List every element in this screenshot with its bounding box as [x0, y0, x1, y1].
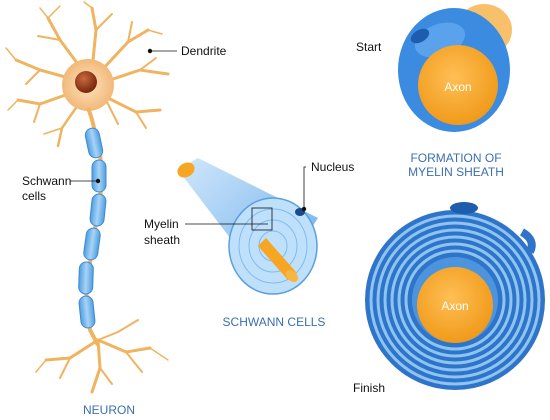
label-nucleus: Nucleus — [311, 160, 355, 174]
schwann-axon — [258, 238, 296, 280]
label-axon-start: Axon — [444, 80, 472, 94]
dendrites — [5, 1, 170, 148]
caption-formation-line1: FORMATION OF — [410, 151, 502, 165]
label-dendrite: Dendrite — [181, 44, 227, 58]
neuron-illustration — [5, 1, 170, 394]
label-myelin-sheath-line2: sheath — [144, 233, 181, 247]
axon-terminals — [35, 319, 169, 394]
start-axon — [418, 45, 498, 125]
caption-schwann-cells: SCHWANN CELLS — [222, 315, 326, 329]
label-schwann-cells-line2: cells — [22, 189, 47, 203]
label-finish: Finish — [353, 381, 386, 395]
caption-formation-line2: MYELIN SHEATH — [408, 165, 504, 179]
formation-start-illustration — [398, 4, 512, 132]
caption-neuron: NEURON — [82, 403, 135, 417]
schwann-cell-segment — [84, 127, 104, 159]
finish-axon — [417, 267, 493, 343]
label-axon-finish: Axon — [441, 299, 469, 313]
label-myelin-sheath-line1: Myelin — [144, 217, 179, 231]
leader-lines-schwann — [185, 166, 307, 231]
schwann-cell-segment — [78, 261, 94, 295]
schwann-cell-segment — [78, 295, 96, 329]
formation-finish-illustration — [365, 202, 545, 390]
label-schwann-cells-line1: Schwann — [22, 174, 72, 188]
schwann-cell-segment — [83, 227, 101, 261]
leader-lines-neuron — [70, 48, 177, 184]
schwann-axon-stub — [177, 162, 195, 178]
soma-nucleus — [75, 71, 97, 93]
schwann-cell-illustration — [177, 158, 318, 295]
label-start: Start — [356, 40, 382, 54]
schwann-cell-segment — [91, 159, 107, 193]
schwann-cell-chain — [78, 127, 107, 329]
schwann-cell-segment — [89, 193, 107, 227]
